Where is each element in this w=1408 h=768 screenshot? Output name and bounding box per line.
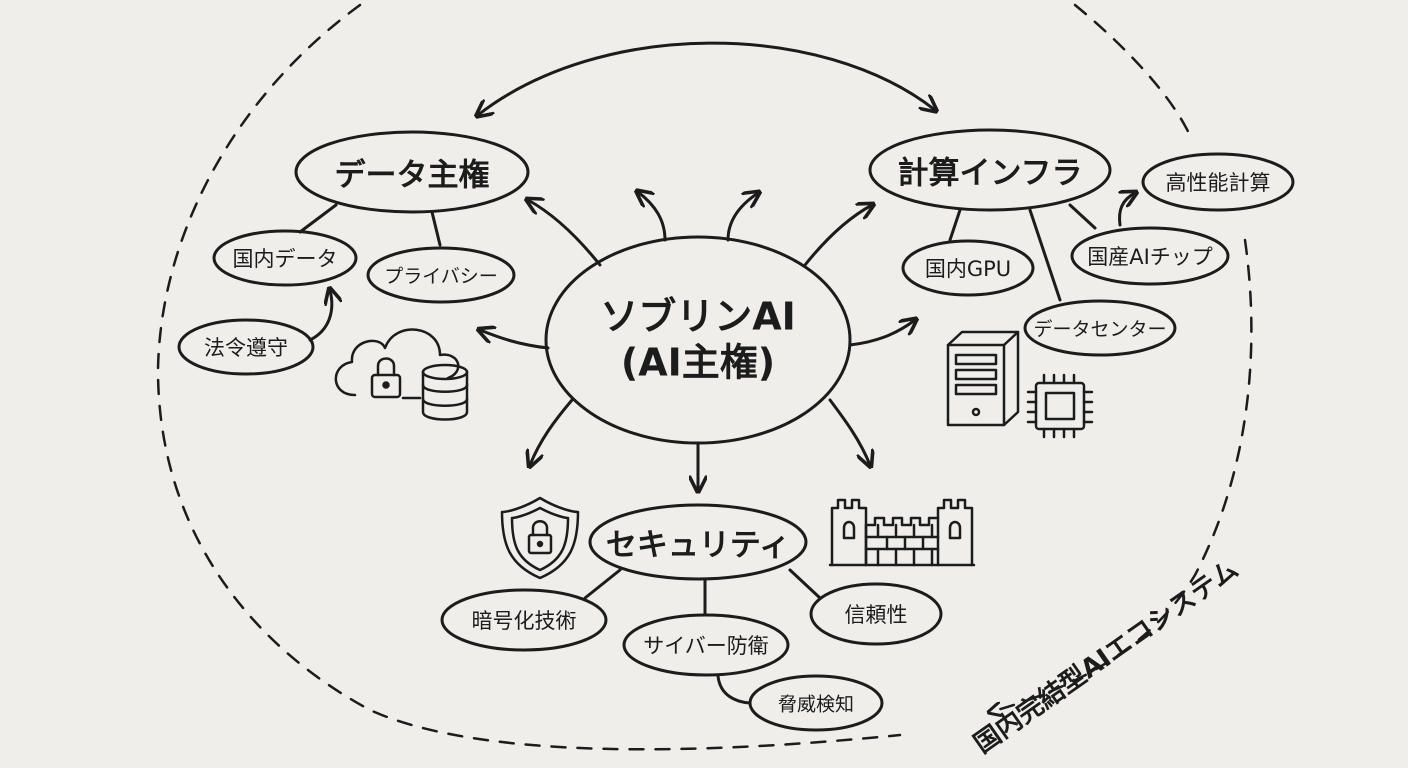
- node-compliance: 法令遵守: [204, 336, 288, 360]
- node-cyber-defense: サイバー防衛: [643, 634, 769, 658]
- center-title: ソブリンAI: [600, 294, 796, 339]
- hub-data-title: データ主権: [334, 157, 490, 194]
- center-node: ソブリンAI (AI主権): [600, 294, 796, 385]
- shield-lock-icon: [500, 496, 580, 580]
- node-privacy: プライバシー: [384, 265, 498, 288]
- node-domestic-data: 国内データ: [232, 247, 338, 271]
- hub-compute-title: 計算インフラ: [897, 155, 1083, 192]
- security-subnodes: [440, 568, 943, 732]
- data-subnodes: [177, 203, 516, 376]
- hub-security-shape: [588, 503, 808, 581]
- node-data-center: データセンター: [1033, 318, 1167, 341]
- database-icon: [421, 363, 469, 421]
- castle-wall-icon: [828, 498, 976, 567]
- hub-compute-shape: [868, 128, 1112, 212]
- center-subtitle: (AI主権): [620, 340, 776, 384]
- node-domestic-ai-chip: 国産AIチップ: [1087, 245, 1213, 269]
- cloud-lock-icon: [334, 328, 460, 400]
- server-icon: [946, 330, 1020, 427]
- node-reliability: 信頼性: [844, 603, 908, 627]
- link-arrow-data-compute: [478, 41, 935, 115]
- compute-subnodes: [901, 152, 1295, 357]
- node-threat-detection: 脅威検知: [777, 693, 855, 716]
- hub-data-shape: [294, 130, 530, 214]
- node-domestic-gpu: 国内GPU: [924, 257, 1012, 281]
- chip-icon: [1026, 373, 1094, 439]
- center-spokes: [480, 192, 915, 490]
- ecosystem-boundary: [156, 3, 1253, 751]
- node-encryption: 暗号化技術: [471, 609, 577, 633]
- node-hpc: 高性能計算: [1165, 171, 1271, 195]
- hub-security-title: セキュリティ: [605, 527, 791, 564]
